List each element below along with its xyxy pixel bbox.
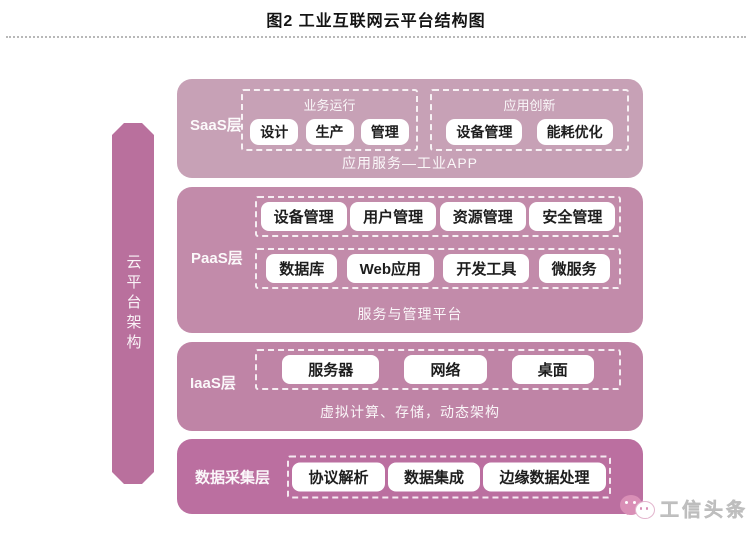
pill-resource-management: 资源管理: [439, 202, 526, 231]
iaas-row-infrastructure: 服务器 网络 桌面: [255, 349, 621, 390]
pill-desktop: 桌面: [511, 355, 594, 384]
pill-web-app: Web应用: [346, 254, 435, 283]
group-application-innovation: 应用创新 设备管理 能耗优化: [430, 89, 629, 151]
pill-dev-tools: 开发工具: [443, 254, 530, 283]
pill-design: 设计: [250, 119, 299, 145]
pill-database: 数据库: [266, 254, 338, 283]
separator-line: [6, 36, 746, 38]
layer-saas-label: SaaS层: [190, 117, 242, 134]
sidebar-cloud-platform-architecture: 云平台架构: [112, 123, 154, 484]
watermark-label: 工信头条: [659, 499, 748, 521]
layer-saas-caption: 应用服务—工业APP: [341, 155, 478, 171]
pill-management: 管理: [360, 119, 409, 145]
layer-iaas: IaaS层 服务器 网络 桌面 虚拟计算、存储，动态架构: [177, 342, 643, 431]
pill-protocol-parsing: 协议解析: [292, 462, 385, 491]
paas-row-services: 数据库 Web应用 开发工具 微服务: [255, 248, 621, 289]
paas-row-management: 设备管理 用户管理 资源管理 安全管理: [255, 196, 621, 237]
watermark: 工信头条: [618, 492, 748, 524]
layer-data-collection: 数据采集层 协议解析 数据集成 边缘数据处理: [177, 439, 643, 514]
pill-security-management: 安全管理: [529, 202, 616, 231]
layer-data-collection-label: 数据采集层: [195, 469, 271, 486]
group-business-operation-title: 业务运行: [303, 98, 356, 113]
layer-paas-label: PaaS层: [191, 250, 243, 267]
chat-bubble-small: [634, 501, 655, 519]
pill-server: 服务器: [282, 355, 380, 384]
pill-microservices: 微服务: [538, 254, 610, 283]
group-application-innovation-title: 应用创新: [503, 98, 556, 113]
layer-iaas-label: IaaS层: [190, 375, 236, 392]
sidebar-label: 云平台架构: [124, 253, 142, 354]
pill-row: 设计 生产 管理: [243, 119, 416, 145]
layer-paas: PaaS层 设备管理 用户管理 资源管理 安全管理 数据库 Web应用 开发工具…: [177, 187, 643, 333]
layer-paas-caption: 服务与管理平台: [357, 306, 463, 322]
data-collection-row: 协议解析 数据集成 边缘数据处理: [287, 455, 611, 498]
layer-iaas-caption: 虚拟计算、存储，动态架构: [320, 404, 500, 420]
pill-equipment-management: 设备管理: [260, 202, 347, 231]
pill-edge-data-processing: 边缘数据处理: [483, 462, 606, 491]
pill-user-management: 用户管理: [350, 202, 437, 231]
pill-data-integration: 数据集成: [387, 462, 480, 491]
group-business-operation: 业务运行 设计 生产 管理: [241, 89, 418, 151]
pill-production: 生产: [305, 119, 354, 145]
wechat-icon: [618, 492, 656, 524]
pill-row: 设备管理 能耗优化: [432, 119, 627, 145]
pill-equipment-management: 设备管理: [446, 119, 523, 145]
pill-energy-optimization: 能耗优化: [536, 119, 613, 145]
pill-network: 网络: [404, 355, 487, 384]
figure-title: 图2 工业互联网云平台结构图: [266, 13, 486, 30]
layer-saas: SaaS层 业务运行 设计 生产 管理 应用创新 设备管理 能耗优化 应用服务—…: [177, 79, 643, 178]
